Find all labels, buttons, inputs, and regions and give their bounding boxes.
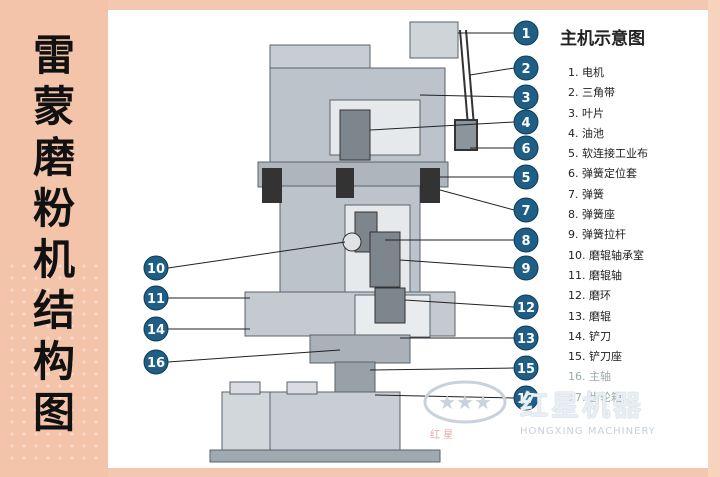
svg-text:15: 15 bbox=[517, 362, 535, 377]
base-plate bbox=[309, 334, 411, 364]
legend-item: 3. 叶片 bbox=[568, 106, 604, 120]
left-title-panel: 雷 蒙 磨 粉 机 结 构 图 bbox=[0, 0, 108, 477]
legend-item: 12. 磨环 bbox=[568, 289, 611, 303]
callout-4: 4 bbox=[513, 109, 539, 135]
svg-text:10: 10 bbox=[147, 262, 165, 277]
svg-text:1: 1 bbox=[521, 27, 530, 42]
svg-text:6: 6 bbox=[521, 142, 530, 157]
legend-list: 1. 电机 2. 三角带 3. 叶片 4. 油池 5. 软连接工业布 6. 弹簧… bbox=[568, 63, 648, 408]
watermark-brand: 红星机器 bbox=[520, 389, 645, 422]
legend-item: 6. 弹簧定位套 bbox=[568, 167, 637, 181]
svg-text:2: 2 bbox=[521, 62, 530, 77]
title-char: 机 bbox=[32, 235, 75, 284]
legend-item: 9. 弹簧拉杆 bbox=[568, 228, 626, 242]
title-char: 结 bbox=[32, 286, 75, 335]
callout-7: 7 bbox=[513, 197, 539, 223]
svg-text:7: 7 bbox=[521, 204, 530, 219]
svg-text:8: 8 bbox=[521, 234, 530, 249]
base-motor-left bbox=[221, 391, 271, 453]
springs bbox=[262, 168, 440, 203]
svg-text:12: 12 bbox=[517, 301, 535, 316]
roller-assembly bbox=[339, 109, 406, 324]
gearbox bbox=[269, 391, 401, 453]
legend-item: 11. 磨辊轴 bbox=[568, 268, 622, 282]
svg-text:16: 16 bbox=[147, 356, 165, 371]
gear-shaft bbox=[334, 361, 376, 398]
callout-14: 14 bbox=[143, 316, 169, 342]
callouts: 1 2 3 4 6 5 7 8 9 10 11 12 14 13 16 15 1… bbox=[143, 20, 539, 411]
top-housing bbox=[269, 44, 371, 71]
callout-15: 15 bbox=[513, 355, 539, 381]
legend-item: 4. 油池 bbox=[568, 126, 604, 140]
callout-17: 17 bbox=[513, 385, 539, 411]
base-motor-fan bbox=[229, 381, 261, 395]
dot-pattern bbox=[6, 260, 102, 460]
callout-10: 10 bbox=[143, 255, 169, 281]
callout-12: 12 bbox=[513, 294, 539, 320]
callout-16: 16 bbox=[143, 349, 169, 375]
callout-5: 5 bbox=[513, 164, 539, 190]
legend-item: 14. 铲刀 bbox=[568, 329, 611, 343]
legend-item: 13. 磨辊 bbox=[568, 309, 611, 323]
svg-text:14: 14 bbox=[147, 323, 165, 338]
callout-3: 3 bbox=[513, 84, 539, 110]
svg-text:11: 11 bbox=[147, 292, 165, 307]
motor bbox=[409, 21, 459, 59]
svg-text:9: 9 bbox=[521, 262, 530, 277]
callout-13: 13 bbox=[513, 325, 539, 351]
watermark-cn-small: 红 星 bbox=[430, 430, 454, 441]
leader-lines bbox=[167, 32, 515, 399]
legend-item: 17. 齿轮箱 bbox=[568, 390, 622, 404]
svg-text:3: 3 bbox=[521, 91, 530, 106]
svg-text:★★★: ★★★ bbox=[438, 390, 492, 414]
svg-text:5: 5 bbox=[521, 171, 530, 186]
watermark-logo: ★★★ 红星机器 红 星 HONGXING MACHINERY bbox=[420, 378, 710, 448]
legend-item: 5. 软连接工业布 bbox=[568, 147, 648, 161]
svg-text:17: 17 bbox=[517, 392, 535, 407]
watermark-english: HONGXING MACHINERY bbox=[520, 426, 656, 437]
legend-item: 8. 弹簧座 bbox=[568, 208, 615, 222]
title-char: 雷 bbox=[32, 31, 75, 80]
title-char: 蒙 bbox=[32, 82, 75, 131]
title-char: 磨 bbox=[32, 133, 75, 182]
svg-text:4: 4 bbox=[521, 116, 530, 131]
svg-text:13: 13 bbox=[517, 332, 535, 347]
base-motor-top bbox=[286, 381, 318, 395]
title-char: 粉 bbox=[32, 184, 75, 233]
legend-item: 16. 主轴 bbox=[568, 370, 611, 384]
callout-6: 6 bbox=[513, 135, 539, 161]
vertical-title: 雷 蒙 磨 粉 机 结 构 图 bbox=[14, 30, 94, 438]
callout-11: 11 bbox=[143, 285, 169, 311]
belt-drive bbox=[454, 29, 478, 151]
bottom-frame bbox=[209, 449, 441, 463]
legend-item: 1. 电机 bbox=[568, 66, 604, 79]
legend-item: 7. 弹簧 bbox=[568, 187, 604, 201]
callout-8: 8 bbox=[513, 227, 539, 253]
star-logo-icon: ★★★ bbox=[423, 380, 507, 424]
callout-2: 2 bbox=[513, 55, 539, 81]
title-char: 构 bbox=[32, 337, 75, 386]
callout-9: 9 bbox=[513, 255, 539, 281]
legend-item: 15. 铲刀座 bbox=[568, 350, 622, 364]
title-char: 图 bbox=[32, 388, 75, 437]
callout-1: 1 bbox=[513, 20, 539, 46]
legend-item: 10. 磨辊轴承室 bbox=[568, 248, 644, 262]
legend-item: 2. 三角带 bbox=[568, 86, 615, 100]
right-border bbox=[708, 0, 720, 477]
legend-title: 主机示意图 bbox=[560, 29, 645, 49]
